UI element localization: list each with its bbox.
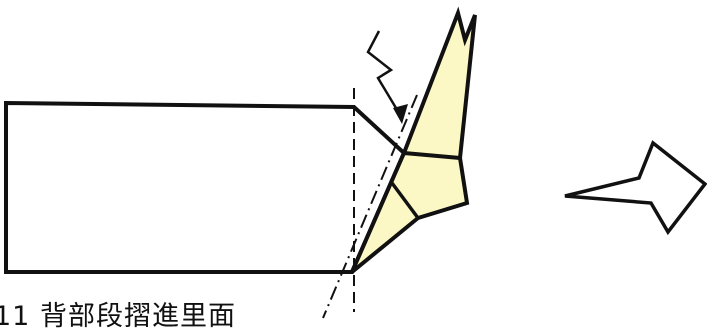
folded-flap-lower xyxy=(350,150,470,274)
flap-crease xyxy=(390,181,420,220)
next-step-arrow-icon xyxy=(564,140,707,236)
origami-step-diagram xyxy=(4,6,707,319)
paper-body xyxy=(4,100,407,274)
step-caption: 11 背部段摺進里面 xyxy=(0,301,236,332)
lightning-arrow-icon xyxy=(366,30,408,124)
mountain-fold-line xyxy=(322,94,418,319)
flap-crease xyxy=(417,201,468,220)
